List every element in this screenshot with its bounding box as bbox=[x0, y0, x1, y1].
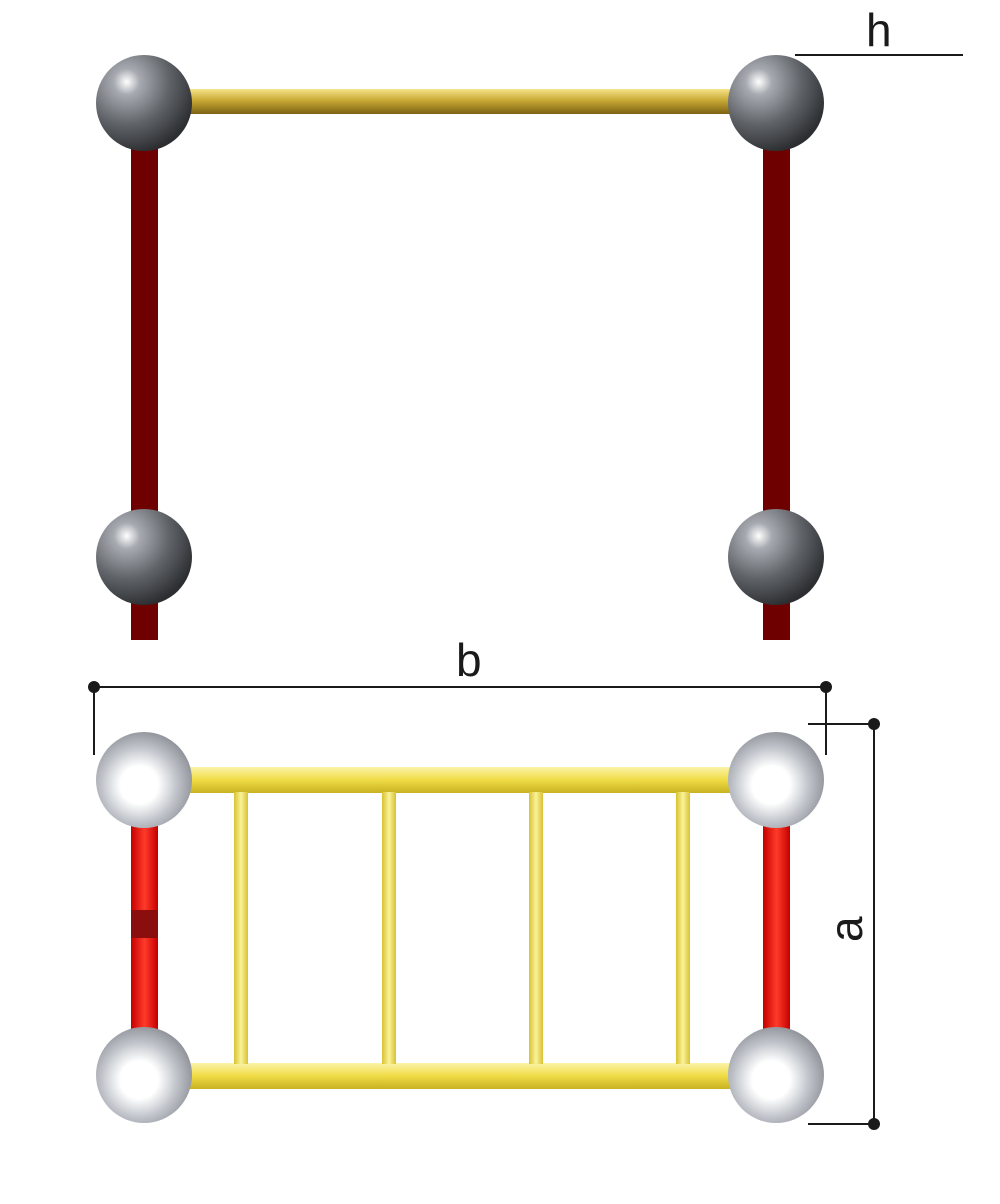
top-upper-left-joint-ball bbox=[96, 732, 192, 828]
dimension-a-label: a bbox=[820, 916, 872, 942]
rung bbox=[382, 792, 396, 1064]
top-view bbox=[96, 732, 824, 1123]
rung bbox=[676, 792, 690, 1064]
top-lower-right-joint-ball bbox=[728, 1027, 824, 1123]
dimension-b-label: b bbox=[456, 634, 482, 686]
front-top-crossbar bbox=[180, 89, 745, 114]
rung bbox=[234, 792, 248, 1064]
front-bottom-right-joint-ball bbox=[728, 509, 824, 605]
top-left-post-mark bbox=[131, 910, 158, 938]
dimension-a: a bbox=[808, 718, 880, 1130]
top-upper-right-joint-ball bbox=[728, 732, 824, 828]
top-right-post bbox=[763, 800, 790, 1050]
front-bottom-left-joint-ball bbox=[96, 509, 192, 605]
top-upper-rail bbox=[180, 767, 745, 793]
front-view: h bbox=[96, 4, 963, 640]
top-lower-rail bbox=[180, 1063, 745, 1089]
dimension-b: b bbox=[88, 634, 832, 755]
rung bbox=[529, 792, 543, 1064]
top-lower-left-joint-ball bbox=[96, 1027, 192, 1123]
front-top-left-joint-ball bbox=[96, 55, 192, 151]
front-top-right-joint-ball bbox=[728, 55, 824, 151]
dimension-h-label: h bbox=[866, 4, 892, 56]
